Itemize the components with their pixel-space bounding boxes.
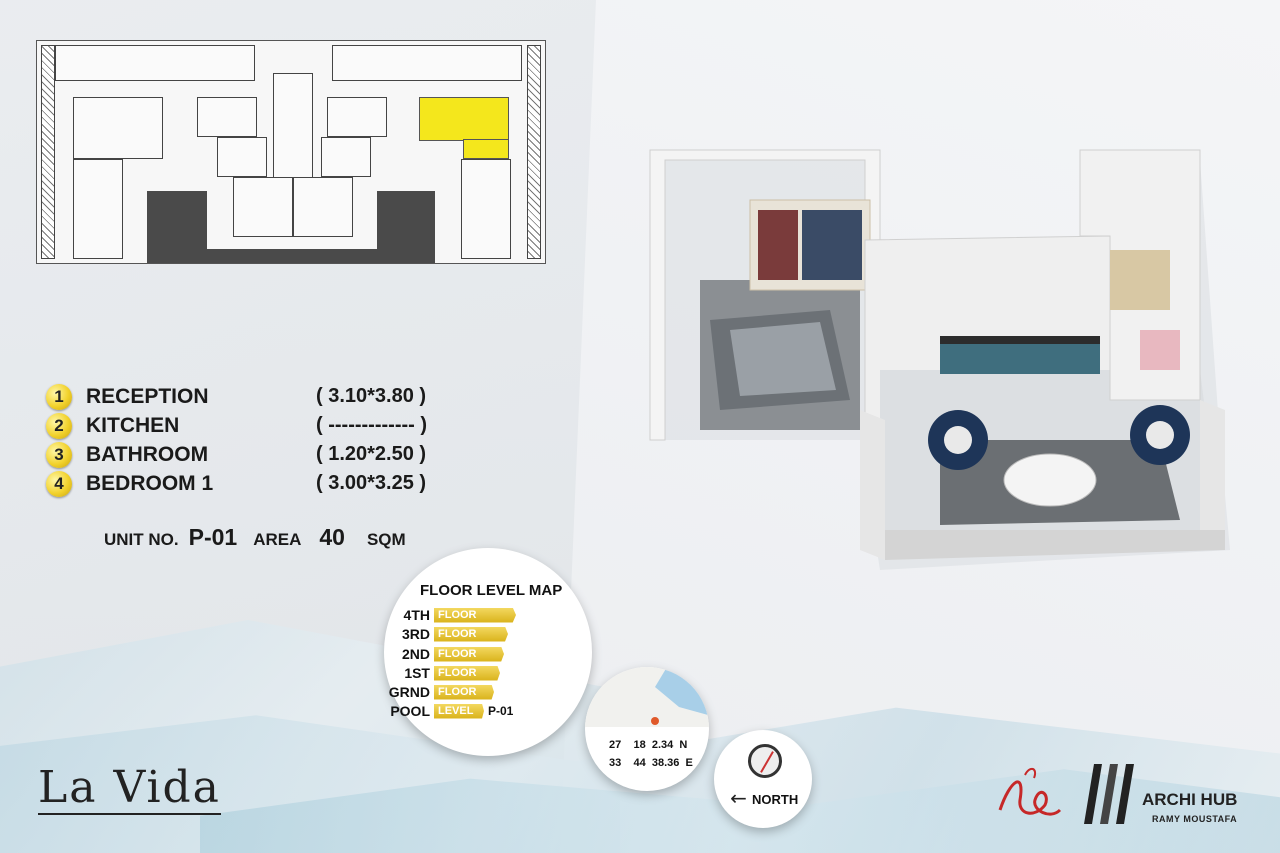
plan-stair-left: [197, 97, 257, 137]
plan-core: [273, 73, 313, 183]
floor-level-map-title: FLOOR LEVEL MAP: [420, 582, 563, 599]
plan-highlighted-unit: [419, 97, 509, 141]
level-label: 3RD: [401, 626, 430, 642]
lon-direction: E: [685, 757, 693, 769]
level-row-1st: 1ST FLOOR: [384, 665, 500, 681]
room-number-badge: 1: [46, 383, 72, 410]
unit-3d-render: [649, 149, 1230, 570]
plan-outer-wall-right: [527, 45, 541, 259]
room-row-kitchen: 2 KITCHEN ( ------------- ): [46, 411, 446, 440]
level-tag: FLOOR: [434, 626, 508, 642]
plan-block-top-left: [55, 45, 255, 81]
area-label: AREA: [253, 530, 302, 549]
floor-level-map: FLOOR LEVEL MAP 4TH FLOOR 3RD FLOOR 2ND …: [384, 548, 592, 756]
level-row-3rd: 3RD FLOOR: [384, 626, 508, 642]
lat-degrees: 27: [609, 739, 622, 751]
room-dimensions: ( ------------- ): [316, 414, 428, 436]
brand-logo: La Vida: [38, 762, 221, 815]
lon-degrees: 33: [609, 757, 622, 769]
north-indicator: ↖ NORTH: [714, 730, 812, 828]
plan-stair-right: [327, 97, 387, 137]
plan-unit-left-upper: [73, 97, 163, 159]
level-row-2nd: 2ND FLOOR: [384, 646, 504, 662]
plan-unit-center-right: [293, 177, 353, 237]
location-map: 27 18 2.34 N 33 44 38.36 E: [585, 667, 709, 791]
room-row-bathroom: 3 BATHROOM ( 1.20*2.50 ): [46, 440, 446, 469]
level-label: POOL: [390, 703, 430, 719]
room-number-badge: 4: [46, 470, 72, 497]
level-row-ground: GRND FLOOR: [384, 684, 494, 700]
level-label: 2ND: [401, 646, 430, 662]
area-unit: SQM: [366, 530, 406, 549]
lat-minutes: 18: [633, 739, 646, 751]
room-list: 1 RECEPTION ( 3.10*3.80 ) 2 KITCHEN ( --…: [46, 382, 446, 498]
level-tag: FLOOR: [434, 607, 516, 623]
plan-unit-mid-right: [321, 137, 371, 177]
plan-unit-left-lower: [73, 159, 123, 259]
map-pin-icon: [651, 717, 659, 725]
building-floor-plan: [36, 40, 546, 264]
room-name: KITCHEN: [86, 413, 180, 437]
level-tag: FLOOR: [434, 684, 494, 700]
plan-outer-wall-left: [41, 45, 55, 259]
lat-direction: N: [679, 739, 688, 751]
level-tag: FLOOR: [434, 665, 500, 681]
compass-icon: [748, 744, 782, 778]
plan-void-bottom: [147, 249, 435, 263]
north-label: NORTH: [752, 792, 799, 807]
room-name: BEDROOM 1: [86, 471, 214, 495]
room-name: BATHROOM: [86, 442, 209, 466]
north-arrow-icon: ↖: [725, 785, 753, 813]
longitude: 33 44 38.36 E: [609, 757, 693, 769]
lon-minutes: 44: [633, 757, 646, 769]
level-tag: LEVEL: [434, 703, 484, 719]
area-value: 40: [319, 524, 345, 550]
level-label: 4TH: [403, 607, 430, 623]
signature-logo: [998, 767, 1062, 816]
designer-name: RAMY MOUSTAFA: [1152, 814, 1238, 824]
plan-block-top-right: [332, 45, 522, 81]
unit-info: UNIT NO. P-01 AREA 40 SQM: [104, 524, 406, 551]
room-number-badge: 3: [46, 441, 72, 468]
room-dimensions: ( 1.20*2.50 ): [316, 443, 427, 465]
studio-name: ARCHI HUB: [1142, 790, 1238, 809]
level-label: 1ST: [404, 665, 430, 681]
plan-highlighted-unit-lower: [463, 139, 509, 159]
room-number-badge: 2: [46, 412, 72, 439]
plan-unit-mid-left: [217, 137, 267, 177]
plan-unit-center-left: [233, 177, 293, 237]
latitude: 27 18 2.34 N: [609, 739, 687, 751]
lon-seconds: 38.36: [651, 757, 680, 769]
unit-number: P-01: [188, 524, 238, 550]
room-dimensions: ( 3.00*3.25 ): [316, 472, 427, 494]
lat-seconds: 2.34: [651, 739, 674, 751]
unit-label: UNIT NO.: [104, 530, 179, 549]
room-dimensions: ( 3.10*3.80 ): [316, 385, 427, 407]
level-row-pool: POOL LEVEL P-01: [384, 703, 513, 719]
room-row-reception: 1 RECEPTION ( 3.10*3.80 ): [46, 382, 446, 411]
room-name: RECEPTION: [86, 384, 209, 408]
room-row-bedroom: 4 BEDROOM 1 ( 3.00*3.25 ): [46, 469, 446, 498]
level-label: GRND: [388, 684, 430, 700]
archi-hub-logo: ARCHI HUB RAMY MOUSTAFA: [1080, 760, 1250, 830]
level-tag: FLOOR: [434, 646, 504, 662]
plan-unit-right-lower: [461, 159, 511, 259]
unit-marker: P-01: [488, 704, 514, 718]
level-row-4th: 4TH FLOOR: [384, 607, 516, 623]
archi-hub-mark: [1084, 764, 1134, 824]
